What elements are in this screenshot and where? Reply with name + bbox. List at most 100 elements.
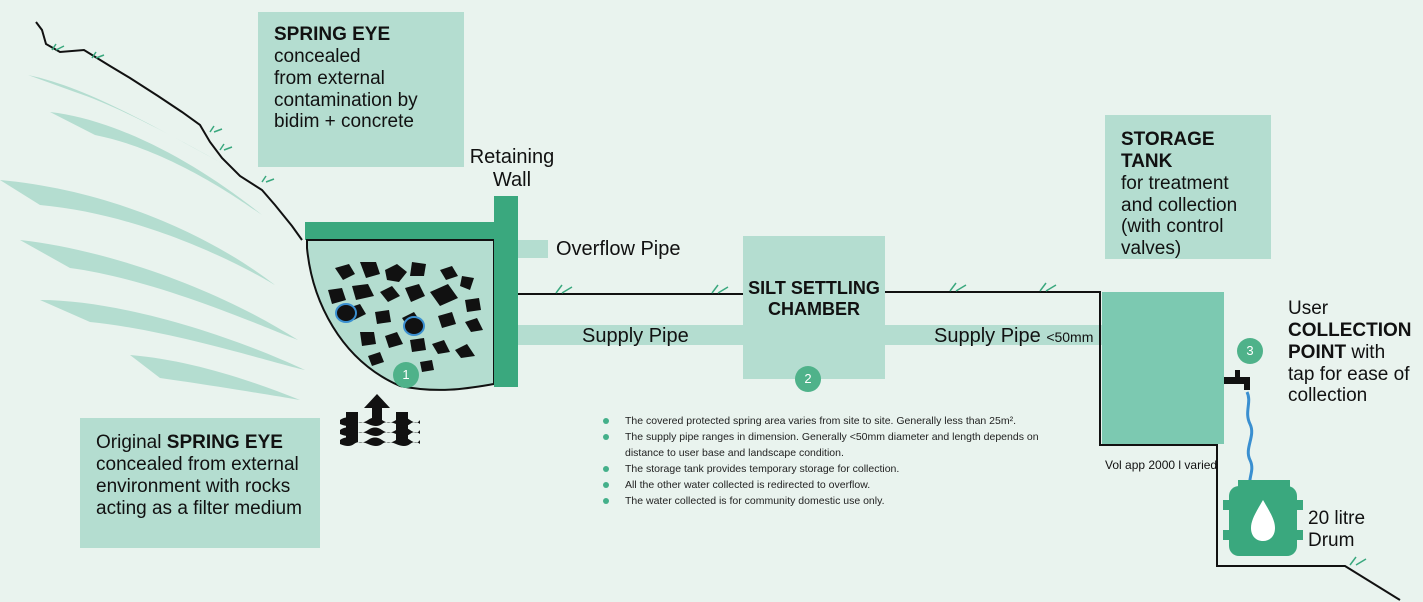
silt-chamber-line1: SILT SETTLING [748, 278, 880, 298]
supply-pipe-2-text: Supply Pipe [934, 325, 1041, 347]
grass-tuft-icon [91, 51, 105, 59]
silt-chamber-label: SILT SETTLING CHAMBER [743, 278, 885, 319]
collection-point-label: User COLLECTION POINT with tap for ease … [1288, 298, 1412, 407]
note-item: The covered protected spring area varies… [603, 413, 1073, 429]
note-item: The water collected is for community dom… [603, 493, 1073, 509]
spring-water-icon [340, 394, 420, 446]
silt-chamber-line2: CHAMBER [768, 298, 860, 319]
step-2-badge: 2 [795, 366, 821, 392]
storage-tank-title: STORAGE TANK [1121, 129, 1215, 172]
rock-icon [432, 340, 450, 354]
slope-shape [0, 180, 275, 285]
grass-tuft-icon [1039, 282, 1057, 292]
collection-point-line2: COLLECTION [1288, 319, 1412, 341]
grass-tuft-icon [949, 282, 967, 292]
spring-eye-line: from external [274, 67, 385, 89]
collection-point-line4: tap for ease of [1288, 363, 1410, 385]
rock-icon [385, 264, 407, 282]
original-spring-eye-line: acting as a filter medium [96, 497, 302, 519]
storage-tank-line: for treatment [1121, 172, 1229, 194]
chamber-concrete-cover [305, 222, 497, 240]
rock-icon [368, 352, 384, 366]
note-item: The storage tank provides temporary stor… [603, 461, 1073, 477]
grass-tuft-icon [219, 143, 233, 151]
rock-icon [410, 262, 426, 276]
rock-icon [465, 298, 481, 312]
grass-tuft-icon [51, 43, 65, 51]
tank-volume-caption: Vol app 2000 l varied [1105, 458, 1218, 472]
note-item: All the other water collected is redirec… [603, 477, 1073, 493]
drum-line2: Drum [1308, 529, 1355, 551]
storage-tank [1102, 292, 1224, 444]
retaining-wall-line1: Retaining [469, 146, 555, 168]
water-drop-icon [1251, 500, 1275, 541]
water-stream [1245, 391, 1254, 487]
rock-icon [440, 266, 458, 280]
grass-tuft-icon [209, 125, 223, 133]
spring-eye-callout: SPRING EYE concealed from external conta… [258, 12, 464, 167]
rock-icon [430, 284, 458, 306]
rock-icon [360, 262, 380, 278]
retaining-wall [494, 196, 518, 387]
original-spring-eye-line: concealed from external [96, 453, 299, 475]
original-spring-eye-line: environment with rocks [96, 475, 291, 497]
step-1-badge: 1 [393, 362, 419, 388]
grass-tuft-icon [261, 175, 275, 183]
supply-pipe-2 [885, 325, 1113, 345]
drum-label: 20 litre Drum [1308, 508, 1365, 552]
water-drum-icon [1223, 480, 1303, 556]
grass-tuft-icon [711, 284, 729, 294]
storage-tank-line: (with control [1121, 216, 1224, 238]
supply-pipe-1 [518, 325, 743, 345]
collection-point-rest: with [1346, 341, 1386, 363]
retaining-wall-label: Retaining Wall [468, 146, 556, 192]
rock-icon [460, 276, 474, 290]
rock-icon [405, 284, 425, 302]
storage-tank-line: and collection [1121, 194, 1238, 216]
step-3-badge: 3 [1237, 338, 1263, 364]
supply-pipe-2-label: Supply Pipe <50mm [934, 325, 1093, 348]
rock-icon [410, 338, 426, 352]
drum-line1: 20 litre [1308, 508, 1366, 529]
storage-tank-line: valves) [1121, 238, 1182, 260]
supply-pipe-1-label: Supply Pipe [582, 325, 689, 347]
slope-shape [40, 300, 305, 370]
slope-shape [130, 355, 300, 400]
collection-point-line1: User [1288, 298, 1329, 319]
spring-eye-title: SPRING EYE [274, 24, 391, 45]
overflow-pipe-label: Overflow Pipe [556, 238, 681, 260]
rock-icon [385, 332, 403, 348]
tap-icon [1224, 370, 1250, 390]
silt-settling-chamber [743, 236, 885, 379]
grass-tuft-icon [555, 284, 573, 294]
rock-icon [360, 332, 376, 346]
slope-shape [50, 112, 262, 215]
collection-point-line3: POINT with [1288, 342, 1412, 364]
collection-point-bold: POINT [1288, 341, 1347, 363]
overflow-pipe [518, 240, 548, 258]
spring-eye-line: concealed [274, 45, 361, 67]
spring-eye-line: bidim + concrete [274, 111, 414, 133]
rock-icon [438, 312, 456, 328]
grass-tufts [51, 43, 1367, 566]
rock-icon [380, 286, 400, 302]
rock-icon [465, 318, 483, 332]
original-spring-eye-heading: Original SPRING EYE [96, 432, 304, 454]
note-item: The supply pipe ranges in dimension. Gen… [603, 429, 1073, 461]
rock-icon [352, 284, 374, 300]
supply-pipe-2-size: <50mm [1046, 329, 1094, 345]
rock-icon [455, 344, 475, 358]
rock-icon [328, 288, 346, 304]
spring-eye-line: contamination by [274, 89, 418, 111]
retaining-wall-line2: Wall [492, 169, 532, 191]
slope-shape [28, 75, 238, 172]
rock-icon [375, 310, 391, 324]
hillside-slopes [0, 75, 305, 400]
rock-icon [335, 264, 355, 280]
original-spring-eye-title: SPRING EYE [166, 432, 283, 453]
spring-eye-outlet [403, 316, 425, 336]
hillside-line [35, 21, 303, 241]
collection-point-line5: collection [1288, 385, 1368, 407]
